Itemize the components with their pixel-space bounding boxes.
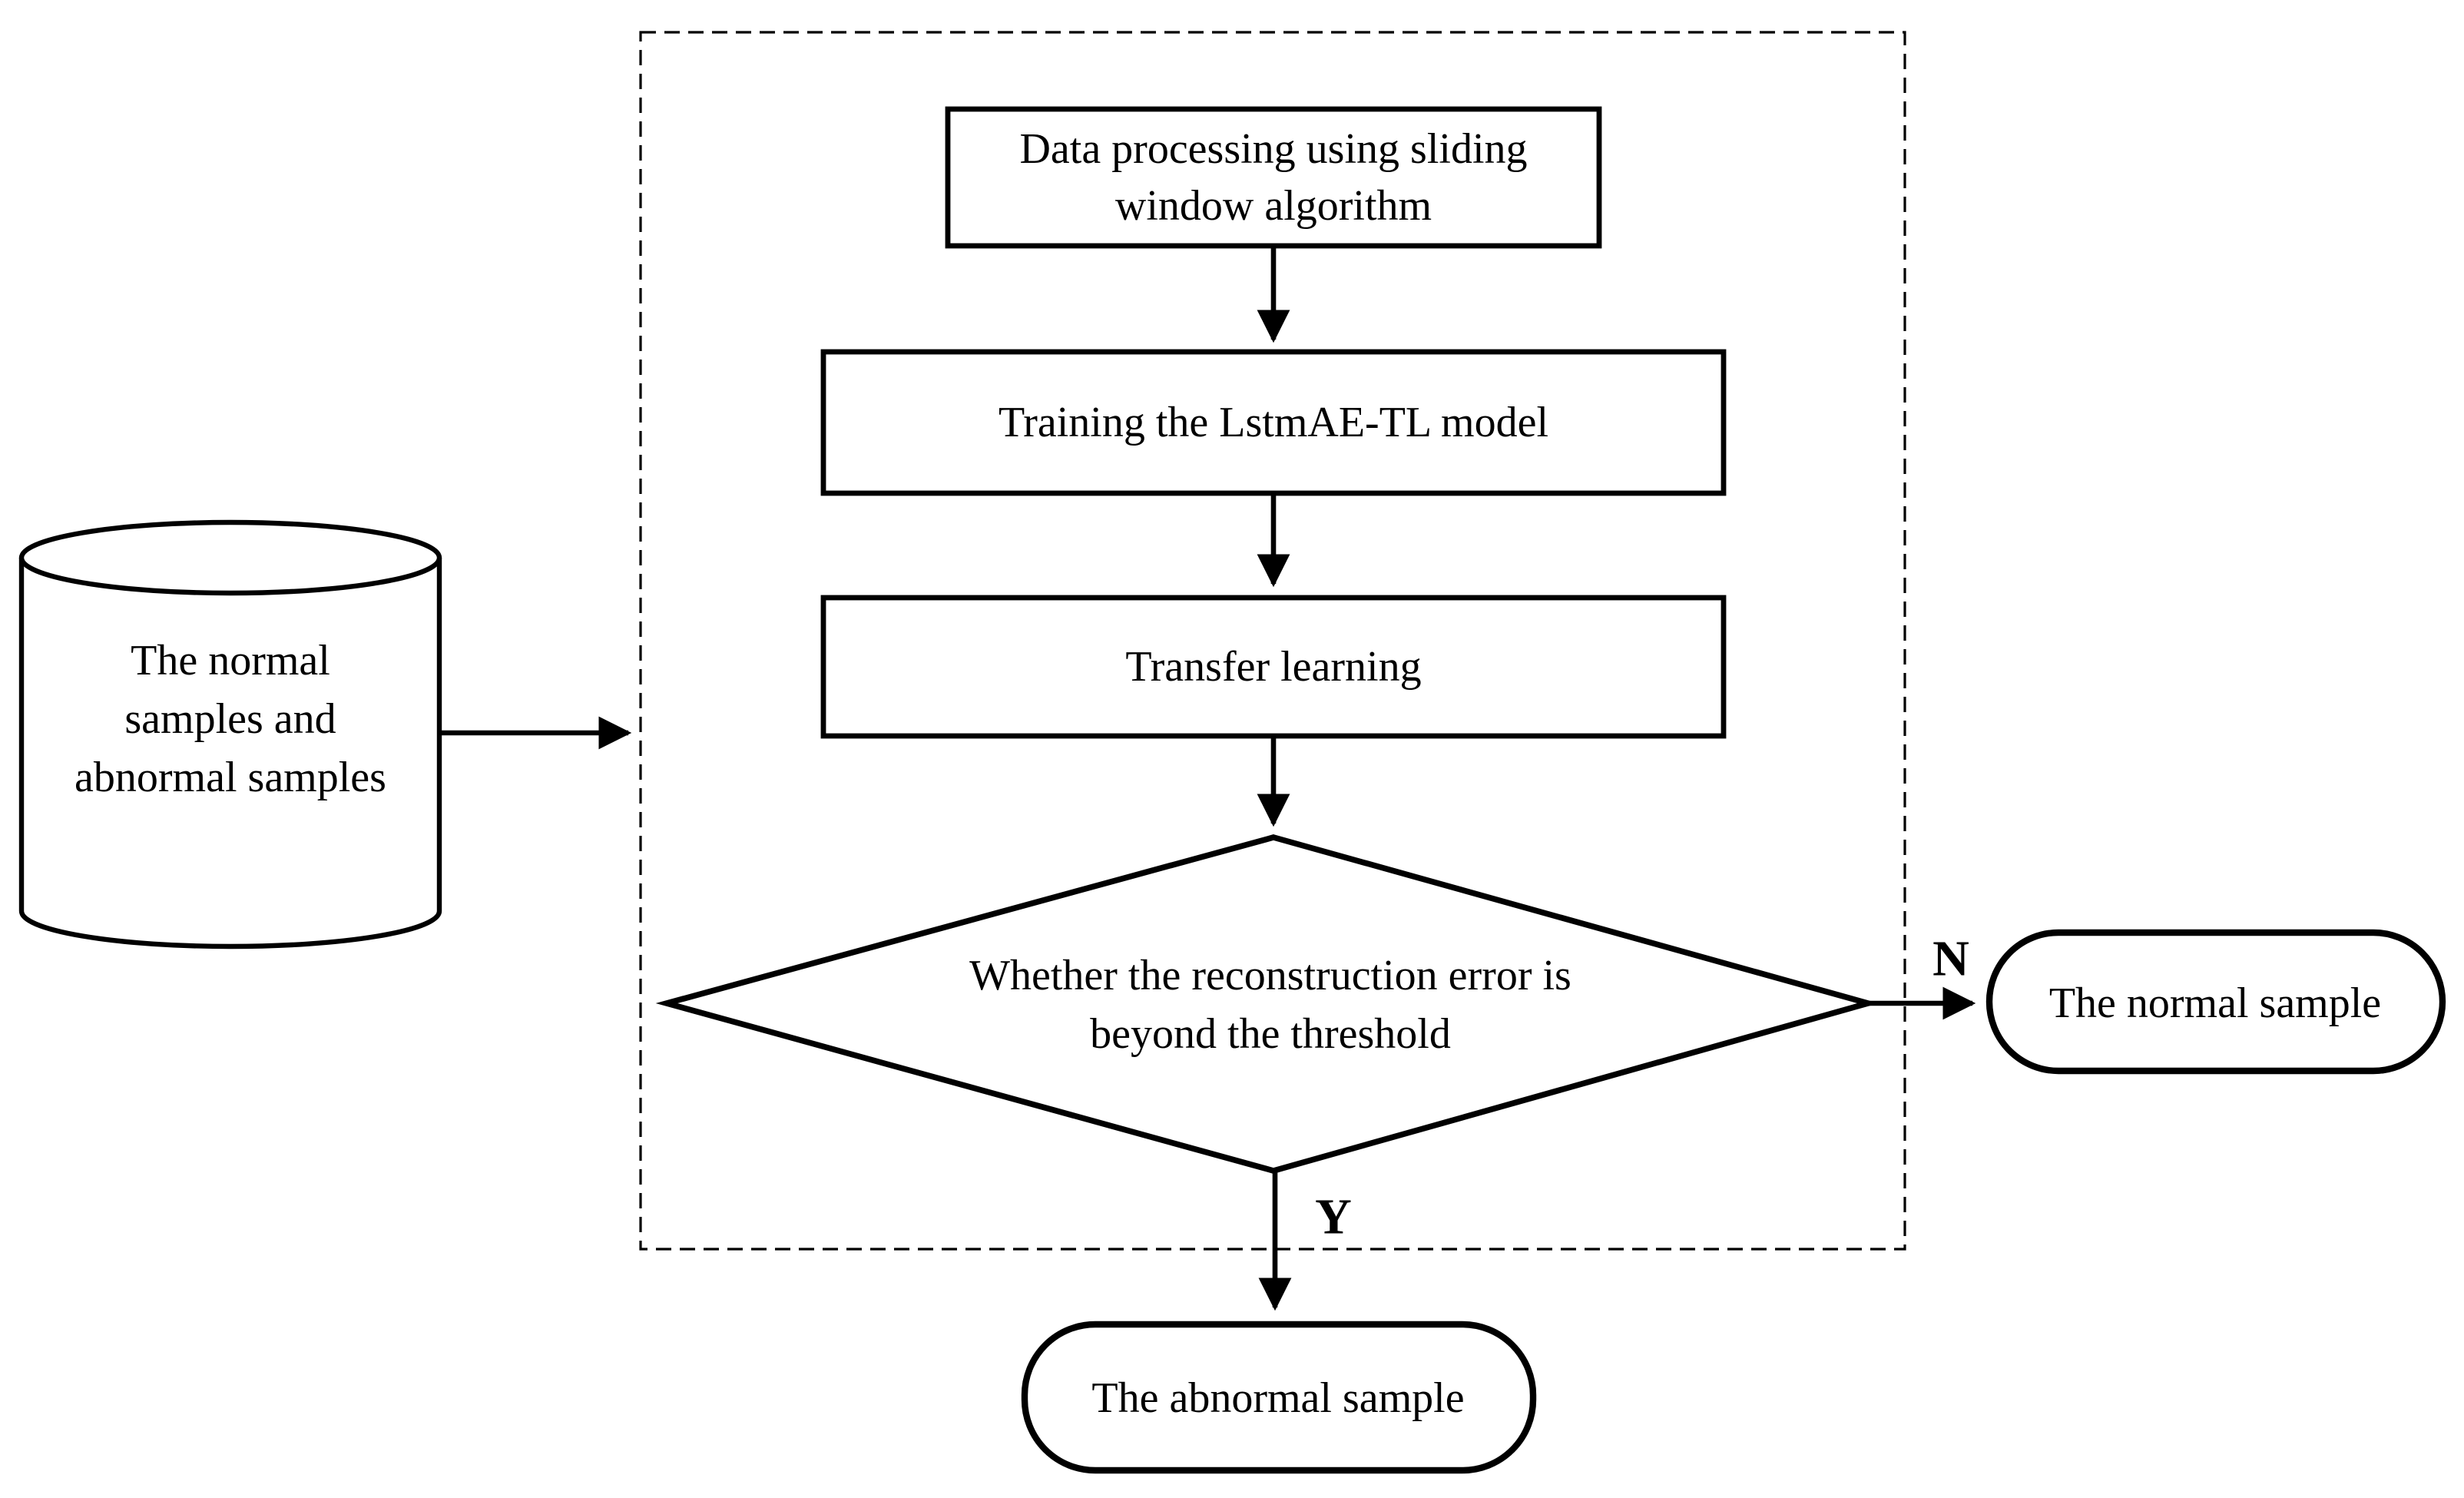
training-pipeline-container xyxy=(639,31,1906,1251)
process-training-label: Training the LstmAE-TL model xyxy=(999,399,1548,446)
decision-label-line2: beyond the threshold xyxy=(1090,1010,1451,1058)
terminal-normal-sample-label: The normal sample xyxy=(2049,979,2381,1027)
process-box-transfer-learning xyxy=(820,595,1727,739)
database-cylinder-top xyxy=(18,519,442,596)
branch-label-yes: Y xyxy=(1315,1189,1352,1245)
terminal-abnormal-sample xyxy=(1021,1321,1537,1474)
process-data-processing-label-line2: window algorithm xyxy=(1115,182,1432,230)
decision-label-line1: Whether the reconstruction error is xyxy=(969,952,1571,999)
process-box-training xyxy=(820,349,1727,496)
process-data-processing-label-line1: Data processing using sliding xyxy=(1019,125,1527,173)
branch-label-no: N xyxy=(1932,931,1969,987)
database-label-line2: samples and xyxy=(124,695,336,743)
process-transfer-label: Transfer learning xyxy=(1125,643,1421,691)
database-cylinder xyxy=(18,558,442,950)
database-label-line3: abnormal samples xyxy=(75,754,386,801)
terminal-normal-sample xyxy=(1985,929,2446,1075)
process-box-data-processing xyxy=(945,106,1602,249)
terminal-abnormal-sample-label: The abnormal sample xyxy=(1091,1374,1464,1422)
database-label-line1: The normal xyxy=(131,637,330,684)
decision-diamond xyxy=(655,834,1879,1174)
